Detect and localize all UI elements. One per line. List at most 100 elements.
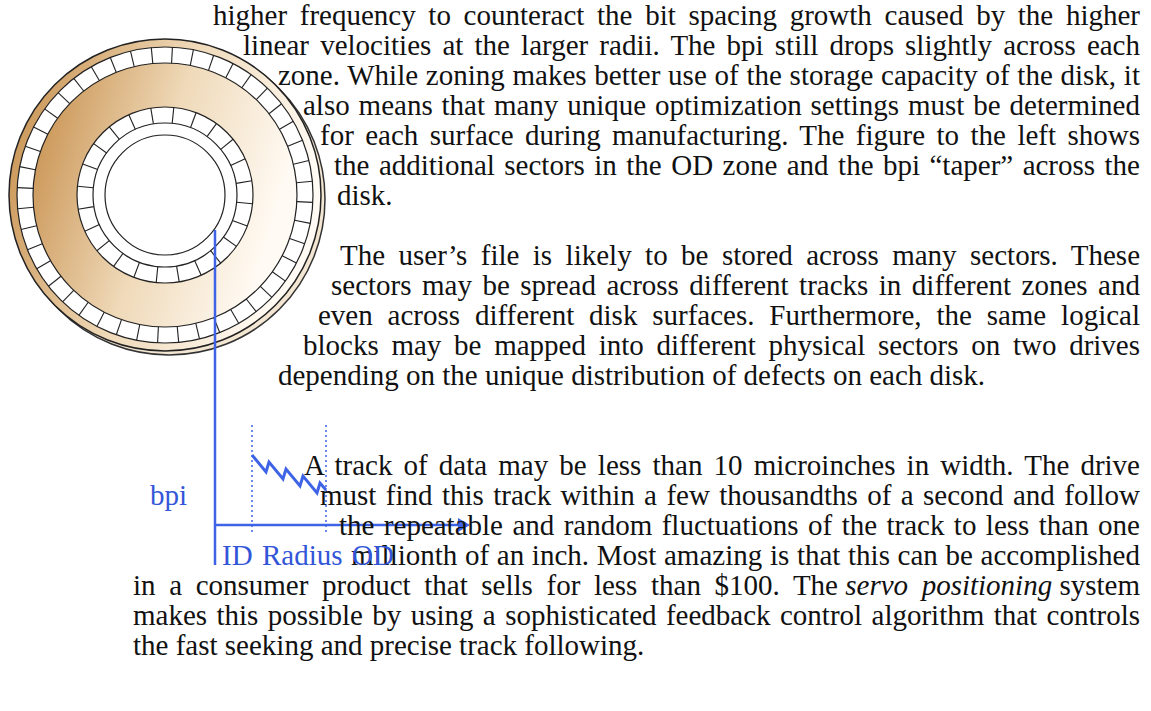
axis-label: Radius [262, 540, 343, 570]
axis-label: OD [352, 540, 394, 570]
sector-divider [45, 109, 58, 118]
wrap-spacer [0, 0, 213, 30]
body-text: The user’s file is likely to be stored a… [278, 239, 1140, 391]
sector-divider [91, 67, 99, 81]
sector-divider [236, 181, 252, 184]
wrap-spacer [0, 240, 337, 270]
wrap-spacer [0, 450, 243, 480]
wrap-spacer [0, 60, 278, 90]
sector-divider [296, 181, 312, 183]
wrap-spacer [0, 30, 243, 60]
sector-divider [177, 326, 179, 342]
emphasized-term: servo positioning [845, 569, 1052, 601]
wrap-spacer [0, 390, 243, 420]
sector-divider [256, 88, 267, 100]
sector-divider [131, 51, 135, 67]
sector-divider [151, 108, 154, 124]
sector-divider [110, 58, 116, 73]
sector-divider [63, 290, 74, 302]
sector-divider [109, 127, 119, 139]
sector-divider [78, 207, 94, 210]
sector-divider [172, 107, 174, 123]
sector-divider [297, 201, 313, 203]
sector-divider [34, 127, 48, 134]
hub [105, 135, 225, 255]
sector-divider [282, 256, 296, 263]
sector-divider [246, 299, 256, 312]
body-text: higher frequency to counteract the bit s… [213, 0, 1140, 211]
sector-divider [97, 312, 104, 326]
id-guide-line [251, 425, 253, 535]
sector-divider [37, 261, 51, 269]
sector-divider [195, 261, 202, 276]
sector-divider [191, 113, 197, 128]
sector-divider [280, 121, 294, 129]
sector-divider [171, 47, 173, 63]
wrap-spacer [0, 90, 303, 120]
sector-divider [151, 48, 153, 64]
sector-divider [223, 237, 236, 246]
wrap-spacer [0, 120, 320, 150]
sector-divider [157, 327, 159, 343]
sector-divider [221, 139, 233, 149]
sector-divider [156, 267, 158, 283]
sector-divider [94, 144, 107, 153]
sector-divider [226, 64, 233, 78]
sector-divider [196, 323, 200, 339]
wrap-spacer [0, 360, 278, 390]
sector-divider [209, 55, 214, 70]
sector-divider [97, 241, 109, 251]
sector-divider [58, 93, 70, 104]
sector-divider [272, 272, 285, 281]
sector-divider [74, 78, 84, 91]
sector-divider [28, 244, 43, 250]
sector-divider [231, 159, 246, 166]
wrap-spacer [0, 240, 340, 270]
sector-divider [288, 140, 303, 146]
sector-divider [17, 187, 33, 189]
sector-divider [20, 167, 36, 170]
sector-divider [85, 225, 100, 232]
axis-label: ID [222, 540, 253, 570]
middle-surface [33, 63, 297, 327]
sector-divider [18, 207, 34, 209]
sector-divider [48, 276, 61, 286]
wrap-spacer [133, 510, 339, 540]
sector-divider [207, 124, 216, 137]
sector-divider [129, 115, 136, 130]
sector-divider [231, 310, 239, 324]
sector-divider [114, 253, 123, 266]
sector-divider [177, 266, 180, 282]
sector-divider [295, 220, 311, 223]
sector-divider [242, 75, 251, 88]
sector-divider [269, 104, 282, 114]
wrap-spacer [0, 150, 334, 180]
body-paragraph: higher frequency to counteract the bit s… [0, 0, 1140, 270]
sector-divider [79, 302, 88, 315]
wrap-spacer [0, 330, 303, 360]
od-zone-band [17, 47, 313, 343]
sector-divider [21, 226, 36, 230]
disk-platter [9, 39, 321, 351]
sector-divider [134, 262, 140, 277]
sector-divider [83, 164, 98, 170]
wrap-spacer [133, 450, 304, 480]
bpi-axis [214, 230, 217, 565]
body-paragraph: The user’s file is likely to be stored a… [0, 240, 1140, 480]
sector-divider [237, 202, 253, 204]
sector-divider [25, 146, 40, 151]
id-zone-band [77, 107, 253, 283]
axis-label: bpi [150, 480, 187, 510]
wrap-spacer [0, 300, 318, 330]
sector-divider [260, 286, 272, 297]
sector-divider [116, 320, 121, 335]
sector-divider [190, 50, 193, 66]
wrap-spacer [0, 270, 331, 300]
sector-divider [137, 325, 140, 341]
sector-divider [232, 221, 247, 227]
wrap-spacer [0, 180, 337, 210]
sector-divider [77, 186, 93, 188]
wrap-spacer [0, 420, 243, 450]
sector-dividers [17, 47, 313, 343]
sector-divider [290, 239, 305, 244]
